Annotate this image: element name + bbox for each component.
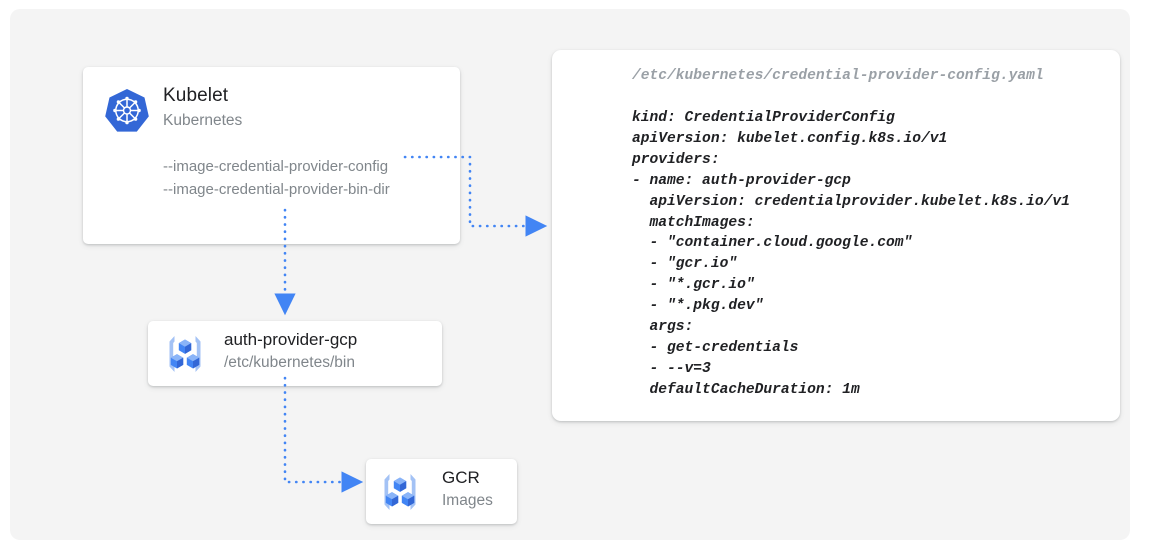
auth-provider-gcp-node-card[interactable]: auth-provider-gcp /etc/kubernetes/bin [148, 321, 442, 386]
container-registry-icon [375, 467, 425, 517]
kubelet-flags: --image-credential-provider-config --ima… [163, 155, 390, 201]
kubelet-subtitle: Kubernetes [163, 112, 243, 129]
auth-provider-subtitle: /etc/kubernetes/bin [224, 354, 355, 371]
code-yaml-content: kind: CredentialProviderConfig apiVersio… [632, 110, 1070, 398]
gcr-title: GCR [442, 468, 480, 487]
diagram-canvas: Kubelet Kubernetes --image-credential-pr… [10, 9, 1130, 540]
kubelet-title: Kubelet [163, 85, 229, 106]
container-registry-icon [160, 329, 210, 379]
kubelet-flag-config: --image-credential-provider-config [163, 158, 389, 175]
kubelet-flag-bin-dir: --image-credential-provider-bin-dir [163, 181, 390, 198]
gcr-node-card[interactable]: GCR Images [366, 459, 517, 524]
kubelet-node-card[interactable]: Kubelet Kubernetes --image-credential-pr… [83, 67, 460, 244]
gcr-subtitle: Images [442, 492, 493, 509]
auth-provider-title: auth-provider-gcp [224, 330, 358, 349]
credential-provider-config-code-block: /etc/kubernetes/credential-provider-conf… [552, 50, 1120, 421]
kubernetes-logo-icon [103, 87, 151, 135]
code-file-path: /etc/kubernetes/credential-provider-conf… [632, 68, 1044, 84]
